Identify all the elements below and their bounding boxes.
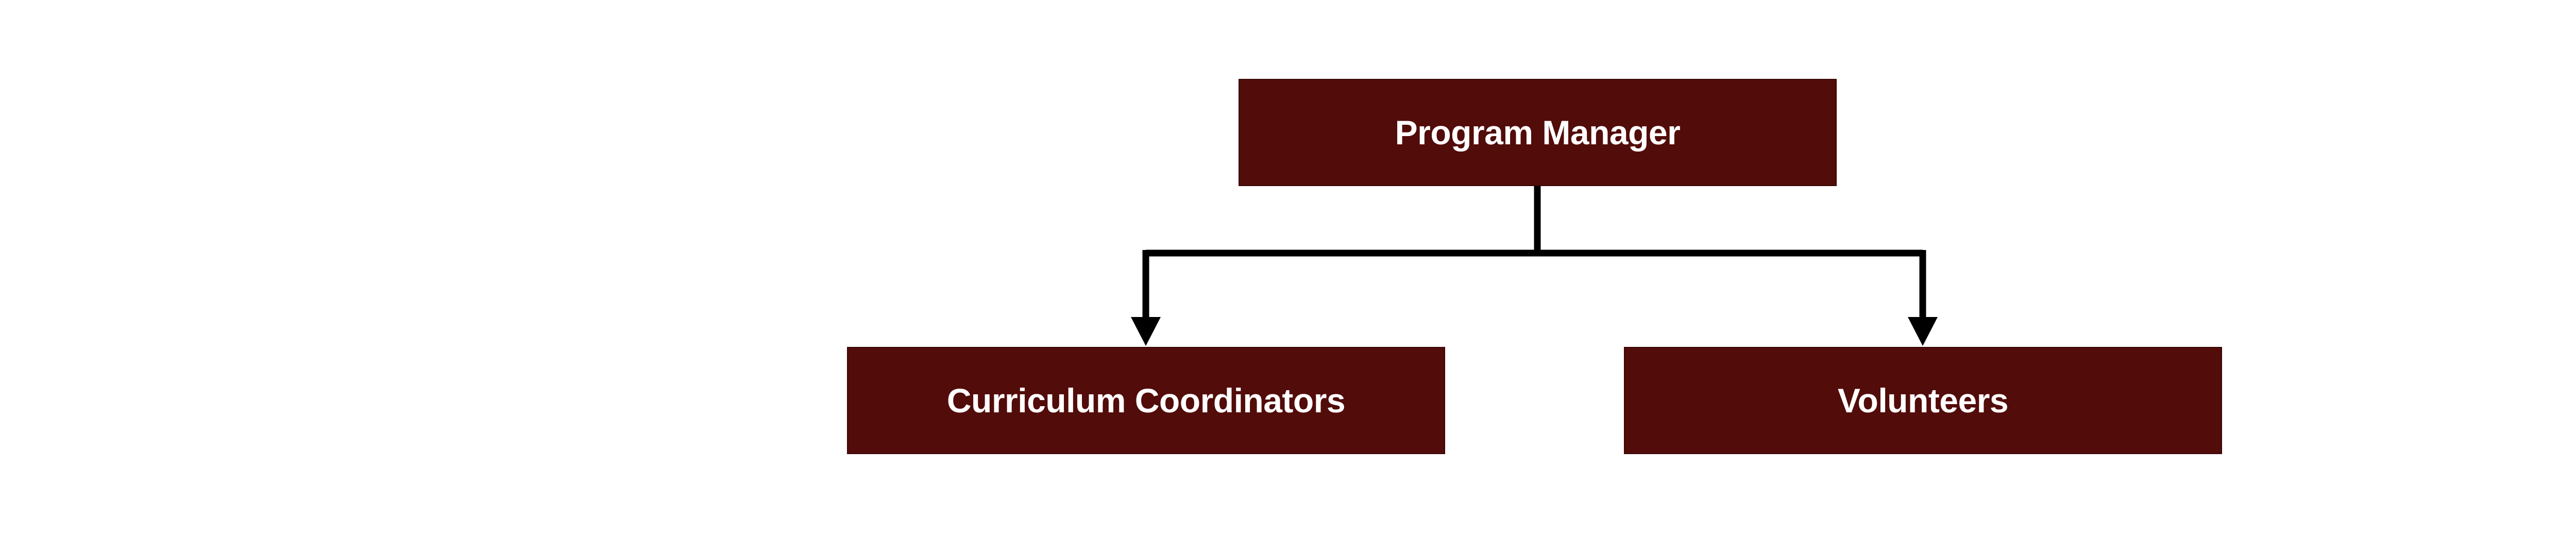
node-program-manager-label: Program Manager <box>1395 113 1681 152</box>
arrowhead-down-icon <box>1908 317 1938 346</box>
node-curriculum-coordinators: Curriculum Coordinators <box>847 347 1445 454</box>
node-volunteers-label: Volunteers <box>1837 381 2009 420</box>
node-program-manager: Program Manager <box>1239 79 1837 186</box>
node-volunteers: Volunteers <box>1624 347 2222 454</box>
arrowhead-down-icon <box>1131 317 1161 346</box>
node-curriculum-coordinators-label: Curriculum Coordinators <box>946 381 1346 420</box>
